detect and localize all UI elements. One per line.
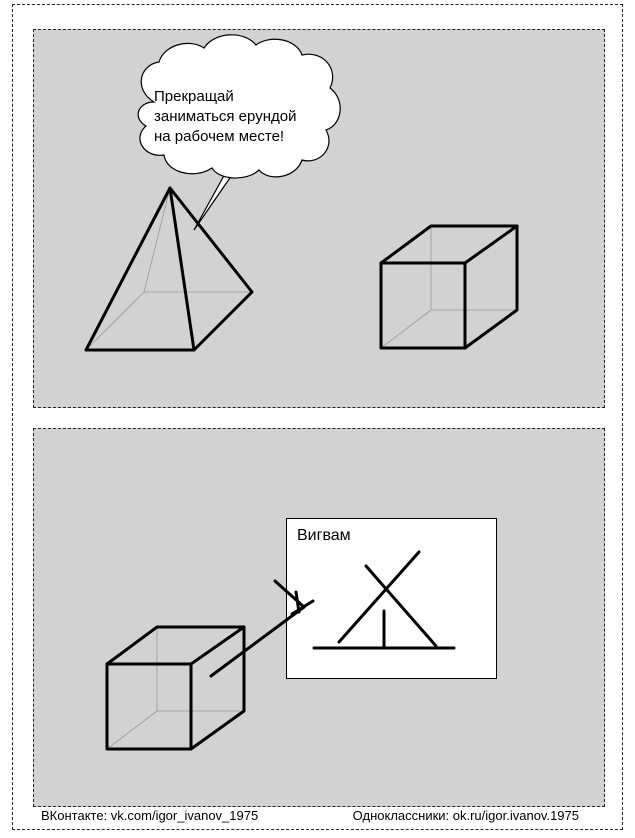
page-frame — [12, 4, 623, 830]
speech-line-1: Прекращай — [154, 88, 234, 105]
panel-2-drawing — [105, 550, 456, 751]
pyramid-drawing — [84, 186, 254, 352]
comic-panel-1: Прекращай заниматься ерундой на рабочем … — [33, 29, 605, 408]
panel-1-drawing — [84, 34, 519, 352]
footer-ok-link[interactable]: Одноклассники: ok.ru/igor.ivanov.1975 — [352, 808, 579, 823]
speech-bubble-text: Прекращай заниматься ерундой на рабочем … — [154, 87, 354, 147]
speech-bubble-cloud — [137, 34, 341, 179]
speech-bubble — [137, 34, 341, 231]
wigwam-sign: Вигвам — [286, 518, 497, 679]
footer-vk-link[interactable]: ВКонтакте: vk.com/igor_ivanov_1975 — [41, 808, 259, 823]
speech-bubble-tail — [193, 171, 236, 231]
cube-drawing — [379, 224, 519, 350]
sign-title: Вигвам — [297, 527, 351, 544]
comic-panel-2: Вигвам — [33, 428, 605, 807]
speech-line-3: на рабочем месте! — [154, 128, 285, 145]
speech-line-2: заниматься ерундой — [154, 108, 297, 125]
pointer-arrow — [209, 579, 315, 678]
cube-drawing-2 — [105, 625, 246, 751]
wigwam-icon — [312, 550, 456, 650]
